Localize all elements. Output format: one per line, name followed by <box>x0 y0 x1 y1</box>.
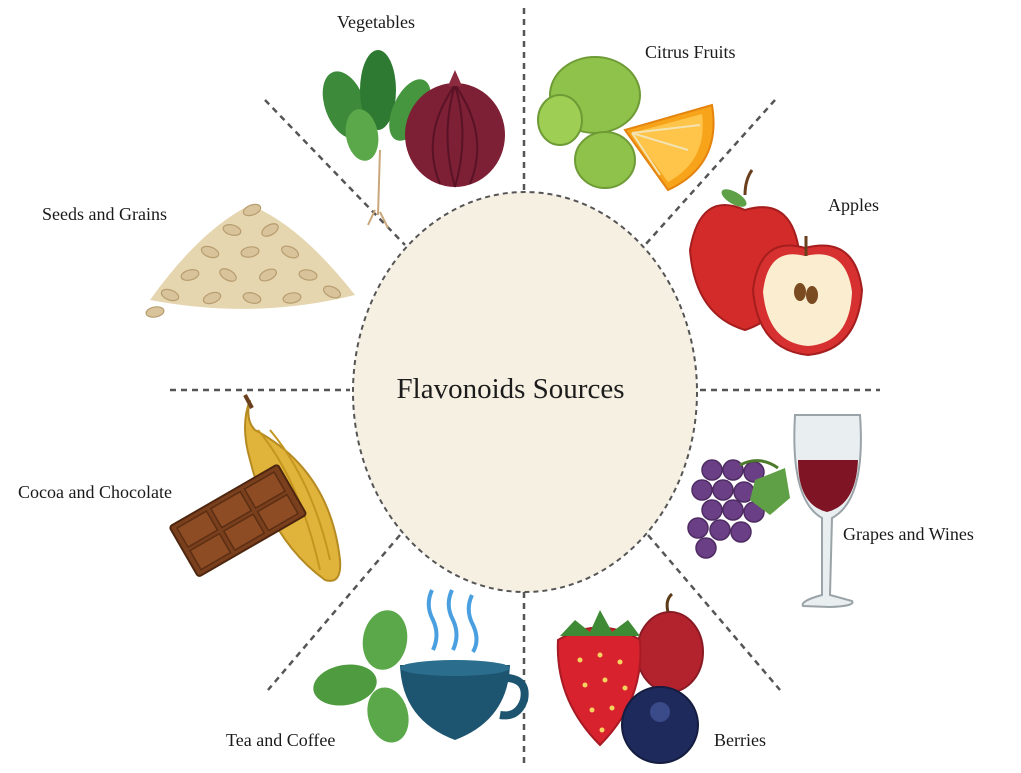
label-seeds-and-grains: Seeds and Grains <box>42 204 167 225</box>
label-citrus-fruits: Citrus Fruits <box>645 42 736 63</box>
label-cocoa-and-chocolate: Cocoa and Chocolate <box>18 482 172 503</box>
label-apples: Apples <box>828 195 879 216</box>
tea-cup-icon <box>310 590 525 747</box>
citrus-fruits-icon <box>538 57 714 190</box>
berries-icon <box>558 594 703 763</box>
label-grapes-and-wines: Grapes and Wines <box>843 524 974 545</box>
label-berries: Berries <box>714 730 766 751</box>
label-tea-and-coffee: Tea and Coffee <box>226 730 335 751</box>
seeds-and-grains-icon <box>145 202 355 318</box>
center-title: Flavonoids Sources <box>0 373 1021 406</box>
cocoa-and-chocolate-icon <box>169 395 340 581</box>
grapes-and-wine-icon <box>688 415 861 607</box>
label-vegetables: Vegetables <box>337 12 415 33</box>
